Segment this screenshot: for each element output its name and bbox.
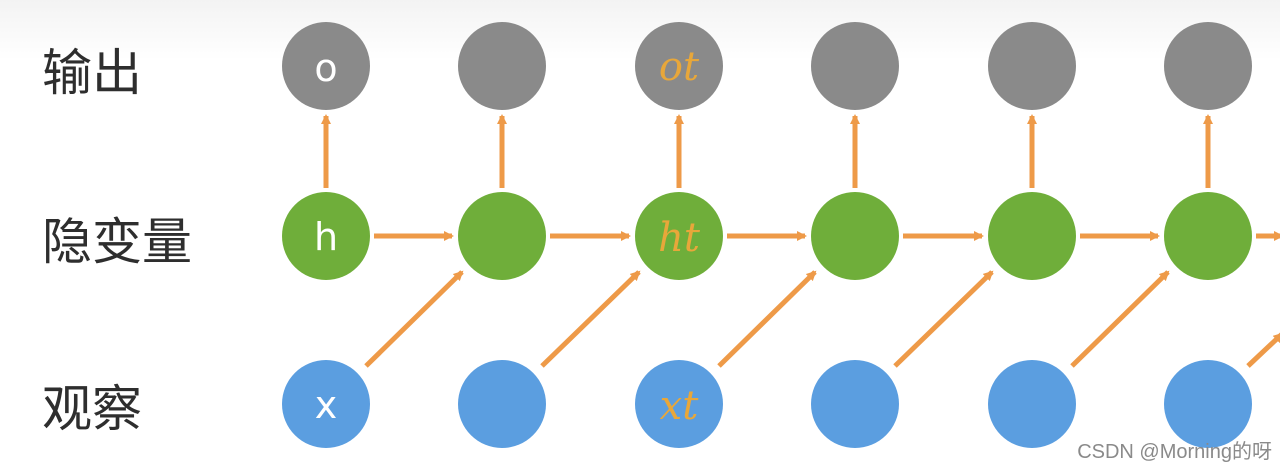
node-label-input-first: x: [315, 383, 338, 427]
hidden-node: [811, 192, 899, 280]
input-node: [988, 360, 1076, 448]
arrow-input-to-hidden-3: [893, 270, 994, 368]
arrow-input-to-hidden-offscreen: [1246, 332, 1280, 368]
row-label-observation: 观察: [42, 380, 142, 438]
hidden-node: [458, 192, 546, 280]
input-node: [811, 360, 899, 448]
input-node: [458, 360, 546, 448]
input-node: [282, 360, 370, 448]
hidden-node: [1164, 192, 1252, 280]
arrow-input-to-hidden-2: [717, 270, 817, 368]
hidden-node: [988, 192, 1076, 280]
node-label-output-first: o: [314, 46, 337, 90]
arrow-input-to-hidden-0: [364, 270, 464, 368]
output-node: [988, 22, 1076, 110]
output-node: [458, 22, 546, 110]
node-label-hidden-t: ht: [658, 215, 701, 261]
hidden-node: [635, 192, 723, 280]
node-label-output-t: ot: [659, 44, 700, 90]
nodes: [282, 22, 1252, 448]
watermark: CSDN @Morning的呀: [1077, 441, 1272, 463]
node-label-input-t: xt: [660, 383, 700, 429]
output-node: [811, 22, 899, 110]
node-label-hidden-first: h: [314, 215, 338, 259]
arrow-input-to-hidden-1: [540, 270, 641, 368]
node-labels: o h x ot ht xt: [314, 44, 701, 429]
row-label-output: 输出: [42, 44, 142, 102]
output-node: [282, 22, 370, 110]
output-node: [635, 22, 723, 110]
arrow-input-to-hidden-4: [1070, 270, 1170, 368]
row-label-hidden: 隐变量: [42, 213, 192, 271]
input-node: [1164, 360, 1252, 448]
output-node: [1164, 22, 1252, 110]
edges: [321, 114, 1280, 368]
hidden-node: [282, 192, 370, 280]
input-node: [635, 360, 723, 448]
